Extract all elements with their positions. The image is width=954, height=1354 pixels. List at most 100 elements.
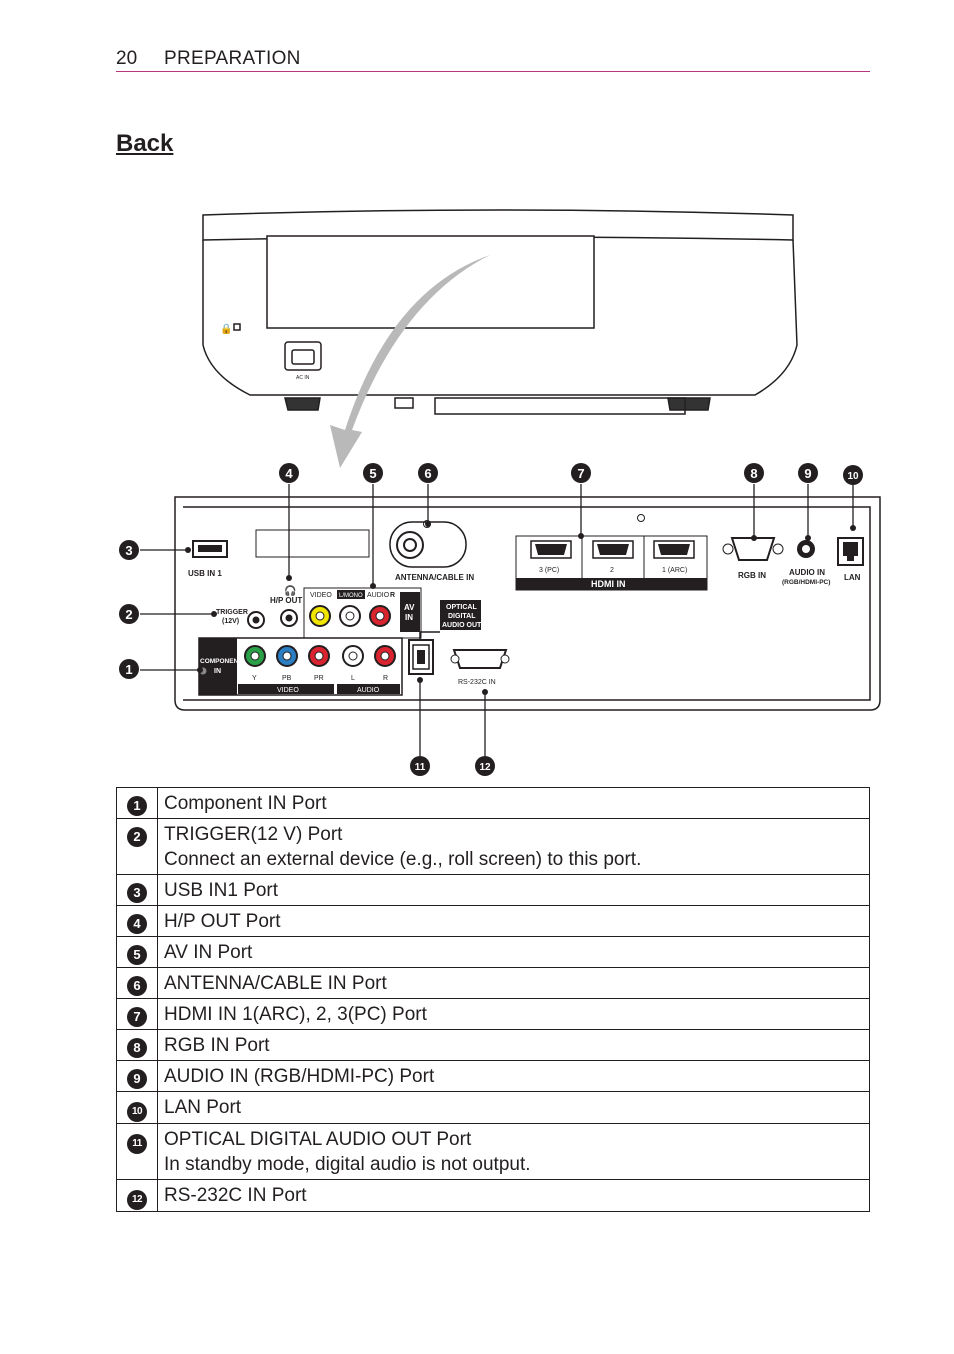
port-number-cell: 12	[116, 1179, 158, 1212]
table-row: 9 AUDIO IN (RGB/HDMI-PC) Port	[116, 1060, 870, 1092]
table-row: 6 ANTENNA/CABLE IN Port	[116, 967, 870, 999]
rs232c-port	[452, 649, 508, 669]
comp-pr-label: PR	[314, 675, 324, 682]
av-label-2: IN	[405, 613, 413, 622]
r-mark-label: R	[390, 592, 395, 599]
port-number-badge: 10	[127, 1102, 147, 1122]
port-name: RGB IN Port	[164, 1035, 270, 1056]
usb-label: USB IN 1	[188, 569, 222, 578]
hp-out-label: H/P OUT	[270, 596, 302, 605]
callout-5: 5	[363, 463, 383, 483]
port-number-badge: 11	[127, 1134, 147, 1154]
header-rule	[116, 71, 870, 72]
comp-pb-label: PB	[282, 675, 292, 682]
svg-text:11: 11	[415, 762, 426, 773]
comp-y-label: Y	[252, 675, 257, 682]
port-description-cell: ANTENNA/CABLE IN Port	[157, 967, 870, 999]
table-row: 7 HDMI IN 1(ARC), 2, 3(PC) Port	[116, 998, 870, 1030]
port-name: ANTENNA/CABLE IN Port	[164, 973, 387, 994]
port-description-cell: HDMI IN 1(ARC), 2, 3(PC) Port	[157, 998, 870, 1030]
antenna-label: ANTENNA/CABLE IN	[395, 573, 474, 582]
headphone-icon: 🎧	[284, 584, 296, 597]
optical-label-3: AUDIO OUT	[442, 622, 482, 629]
svg-text:5: 5	[369, 466, 376, 481]
rgb-port	[730, 537, 776, 561]
port-name: RS-232C IN Port	[164, 1185, 307, 1206]
optical-label-2: DIGITAL	[448, 613, 476, 620]
port-description-cell: Component IN Port	[157, 787, 870, 819]
port-number-badge: 12	[127, 1190, 147, 1210]
hdmi-2-label: 2	[610, 567, 614, 574]
svg-text:4: 4	[285, 466, 293, 481]
page-heading: Back	[116, 130, 174, 157]
projector-body	[202, 209, 798, 415]
hdmi-1-label: 1 (ARC)	[662, 567, 687, 574]
port-description-cell: H/P OUT Port	[157, 905, 870, 937]
hdmi-in-label: HDMI IN	[591, 579, 626, 589]
port-number-cell: 2	[116, 818, 158, 875]
port-name: LAN Port	[164, 1097, 242, 1118]
port-number-cell: 7	[116, 998, 158, 1030]
svg-text:1: 1	[125, 662, 132, 677]
callout-9: 9	[798, 463, 818, 483]
svg-text:3: 3	[125, 543, 132, 558]
port-number-badge: 6	[127, 976, 147, 996]
table-row: 1 Component IN Port	[116, 787, 870, 819]
port-number-badge: 8	[127, 1038, 147, 1058]
port-name: USB IN1 Port	[164, 880, 279, 901]
svg-text:9: 9	[804, 466, 811, 481]
video-label: VIDEO	[310, 592, 332, 599]
av-label-1: AV	[404, 603, 415, 612]
port-description-cell: AUDIO IN (RGB/HDMI-PC) Port	[157, 1060, 870, 1092]
port-number-badge: 3	[127, 883, 147, 903]
section-title: PREPARATION	[164, 48, 301, 69]
table-row: 3 USB IN1 Port	[116, 874, 870, 906]
port-number-cell: 11	[116, 1123, 158, 1180]
svg-text:7: 7	[577, 466, 584, 481]
audio-in-label-1: AUDIO IN	[789, 568, 825, 577]
port-number-cell: 3	[116, 874, 158, 906]
ac-in-label: AC IN	[296, 375, 310, 381]
port-number-cell: 4	[116, 905, 158, 937]
comp-l-label: L	[351, 675, 355, 682]
callout-10: 10	[843, 465, 863, 485]
port-name: Component IN Port	[164, 793, 327, 814]
table-row: 4 H/P OUT Port	[116, 905, 870, 937]
port-name: AV IN Port	[164, 942, 253, 963]
port-number-badge: 7	[127, 1007, 147, 1027]
lock-icon: 🔒	[220, 323, 232, 335]
port-number-badge: 1	[127, 796, 147, 816]
table-row: 10 LAN Port	[116, 1091, 870, 1124]
port-number-cell: 1	[116, 787, 158, 819]
port-number-cell: 9	[116, 1060, 158, 1092]
callout-3: 3	[119, 540, 139, 560]
trigger-label-1: TRIGGER	[216, 609, 248, 616]
port-number-cell: 10	[116, 1091, 158, 1124]
optical-label-1: OPTICAL	[446, 604, 477, 611]
table-row: 8 RGB IN Port	[116, 1029, 870, 1061]
audio-in-label-2: (RGB/HDMI-PC)	[782, 579, 830, 586]
curved-arrow	[330, 255, 490, 468]
port-number-badge: 4	[127, 914, 147, 934]
comp-r-label: R	[383, 675, 388, 682]
port-number-badge: 9	[127, 1069, 147, 1089]
port-description-cell: USB IN1 Port	[157, 874, 870, 906]
callout-2: 2	[119, 604, 139, 624]
svg-text:10: 10	[847, 471, 859, 482]
page-number: 20	[116, 48, 138, 69]
callout-7: 7	[571, 463, 591, 483]
rgb-in-label: RGB IN	[738, 571, 766, 580]
port-description-cell: RGB IN Port	[157, 1029, 870, 1061]
audio-label: AUDIO	[367, 592, 390, 599]
trigger-label-2: (12V)	[222, 618, 239, 625]
back-panel-diagram: AC IN 🔒 USB IN 1 TRIGGER (12V) 🎧 H/P OUT…	[119, 209, 881, 776]
callout-8: 8	[744, 463, 764, 483]
svg-text:8: 8	[750, 466, 757, 481]
callout-4: 4	[279, 463, 299, 483]
